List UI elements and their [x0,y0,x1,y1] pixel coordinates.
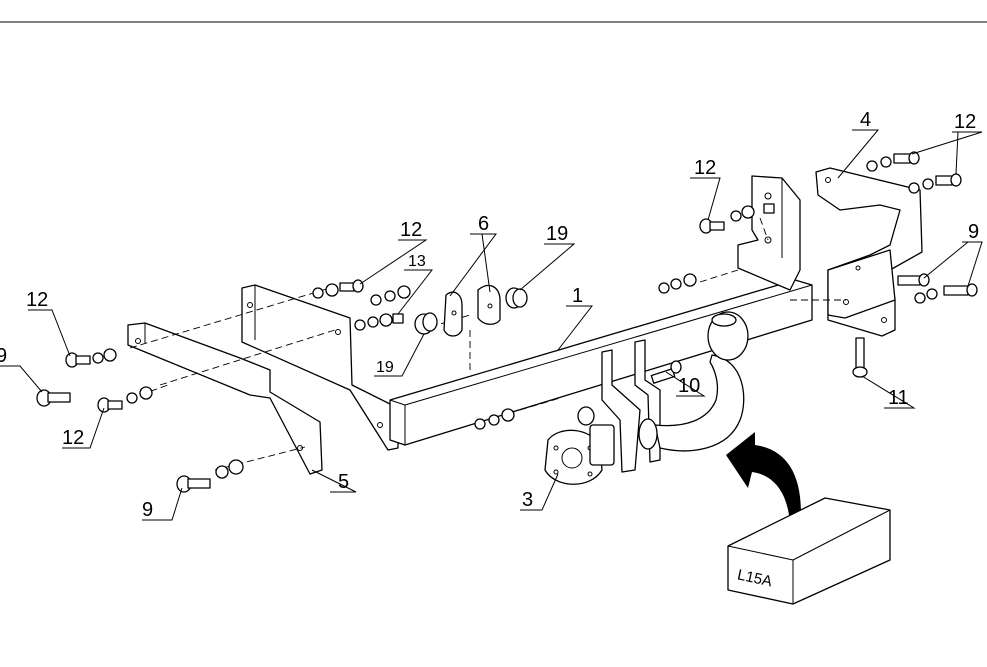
bolt-12-mid [699,203,775,234]
spacer-19-left [414,312,438,335]
callout-10: 10 [678,375,700,397]
right-inner-bracket [737,175,801,291]
bolt-12-lower [97,386,153,413]
callout-13: 13 [408,253,426,270]
callout-1: 1 [572,285,583,307]
plate-6-b [477,284,501,325]
bolt-11 [852,337,868,378]
callout-9-left: 9 [0,345,7,367]
callout-19-left: 19 [376,359,394,376]
bolt-10 [650,360,682,384]
bolt-9-right [897,273,978,304]
washer-set-bar [474,273,697,430]
tow-ball-neck [638,311,749,452]
bolt-13 [354,285,411,331]
kit-box [727,497,891,605]
callout-12-top-right: 12 [954,111,976,133]
callout-12-lower-left: 12 [62,427,84,449]
spacer-19-right [505,287,528,309]
callout-5: 5 [338,471,349,493]
bolt-9-bottom [176,459,244,493]
left-bracket-outer [127,322,323,475]
callout-4: 4 [860,109,871,131]
bolt-12-left [65,348,117,368]
right-outer-bracket [815,167,923,337]
bolt-12-upper-left [312,279,364,299]
callout-12-upper: 12 [400,219,422,241]
socket-plate [544,406,615,485]
callout-12-far-left: 12 [26,289,48,311]
plate-6-a [443,291,463,337]
callout-11: 11 [888,387,909,409]
callout-19-right: 19 [546,223,568,245]
callout-leaders [0,129,983,521]
callout-3: 3 [522,489,533,511]
callout-12-mid: 12 [694,157,716,179]
install-arrow [726,432,801,530]
main-crossbar [389,279,813,446]
callout-6: 6 [478,213,489,235]
kit-box-label: L15A [736,566,774,590]
callout-9-right: 9 [968,221,979,243]
bolt-9-left [36,389,71,407]
callout-9-bottom: 9 [142,499,153,521]
